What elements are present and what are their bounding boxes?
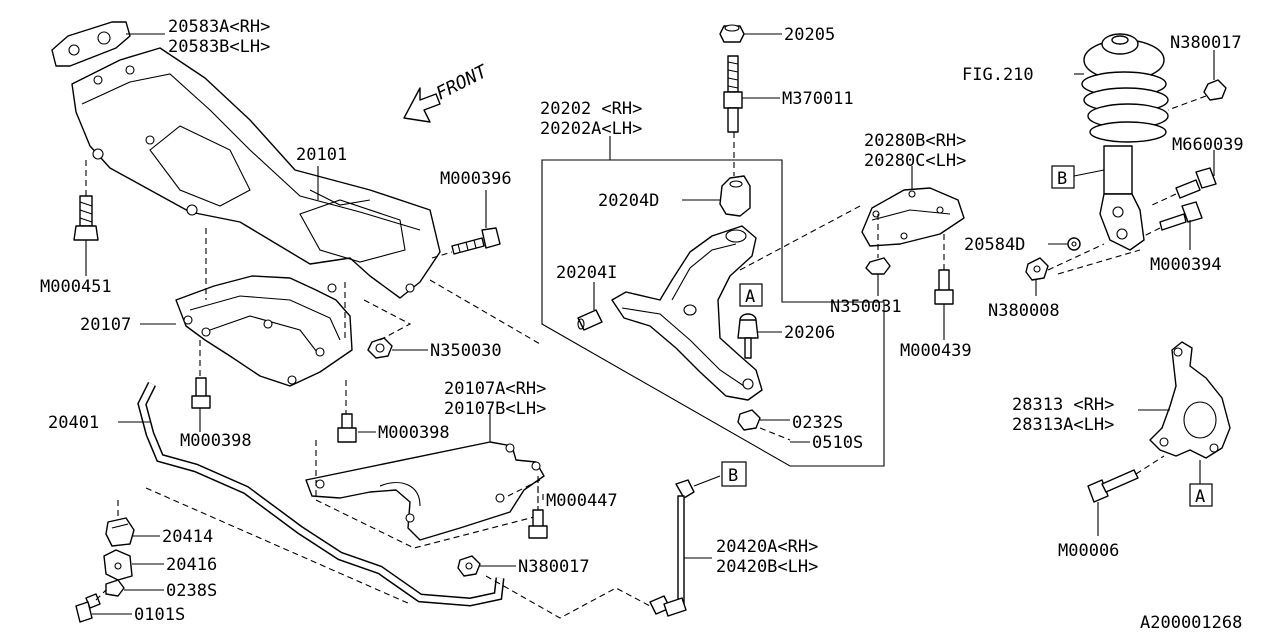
front-label: FRONT xyxy=(433,61,492,105)
label-m000447: M000447 xyxy=(546,491,618,511)
label-m000398-a: M000398 xyxy=(180,431,252,451)
label-n380008: N380008 xyxy=(988,301,1060,321)
label-n380017-top: N380017 xyxy=(1170,33,1242,53)
callout-b-link-text: B xyxy=(728,466,738,486)
bolt-m000451 xyxy=(73,160,99,241)
callout-b-link xyxy=(721,461,747,487)
label-m000394: M000394 xyxy=(1150,255,1222,275)
label-20420b-lh: 20420B<LH> xyxy=(716,557,818,577)
label-20204d: 20204D xyxy=(598,191,659,211)
callout-a-arm xyxy=(739,283,763,307)
callout-a-arm-text: A xyxy=(745,287,755,307)
diagram-id: A200001268 xyxy=(1140,613,1242,633)
label-20107a-rh: 20107A<RH> xyxy=(444,379,546,399)
label-20280b-rh: 20280B<RH> xyxy=(864,131,966,151)
stabilizer-bar-20401 xyxy=(137,381,505,607)
bolt-m000447 xyxy=(528,476,548,539)
strut-assembly xyxy=(1081,33,1169,251)
bolt-m000398-a xyxy=(191,340,211,409)
cap-20205 xyxy=(719,24,745,43)
stabilizer-link-20420 xyxy=(649,479,695,617)
label-20202-rh: 20202 <RH> xyxy=(540,99,642,119)
label-20205: 20205 xyxy=(784,25,835,45)
bolt-m370011 xyxy=(723,55,743,133)
label-20583-rh: 20583A<RH> xyxy=(168,17,270,37)
label-20107: 20107 xyxy=(80,315,131,335)
label-0510s: 0510S xyxy=(812,433,863,453)
nut-n380008 xyxy=(1025,243,1141,281)
label-n380017-link: N380017 xyxy=(518,557,590,577)
front-direction-arrow: FRONT xyxy=(403,61,492,123)
nut-n380017-top xyxy=(1167,79,1227,111)
label-n350030: N350030 xyxy=(430,341,502,361)
label-m000396: M000396 xyxy=(440,169,512,189)
bracket-20416 xyxy=(103,549,133,581)
bolt-m00006 xyxy=(1087,455,1165,503)
label-20280c-lh: 20280C<LH> xyxy=(864,151,966,171)
bracket-20280 xyxy=(861,187,965,247)
label-m370011: M370011 xyxy=(782,89,854,109)
label-20583-lh: 20583B<LH> xyxy=(168,37,270,57)
bolt-m000398-b xyxy=(337,380,357,443)
label-20206: 20206 xyxy=(784,323,835,343)
bushing-20204i xyxy=(577,309,603,331)
label-20101: 20101 xyxy=(296,145,347,165)
bolt-m660039 xyxy=(1149,167,1217,207)
callout-a-knuckle xyxy=(1189,483,1213,507)
nut-n350030 xyxy=(363,299,412,359)
nut-n380017-link xyxy=(457,555,481,577)
lower-arm xyxy=(611,225,763,401)
lower-arm-box xyxy=(541,159,885,467)
label-m000451: M000451 xyxy=(40,277,112,297)
support-plate-20107a xyxy=(305,441,545,541)
label-0232s: 0232S xyxy=(792,413,843,433)
callout-b-strut-text: B xyxy=(1057,169,1067,189)
label-28313a-lh: 28313A<LH> xyxy=(1012,415,1114,435)
label-20584d: 20584D xyxy=(964,235,1025,255)
bolt-m000439 xyxy=(934,234,954,305)
label-0101s: 0101S xyxy=(134,605,185,625)
nut-n350031 xyxy=(865,214,891,275)
label-28313-rh: 28313 <RH> xyxy=(1012,395,1114,415)
bracket-20583 xyxy=(51,21,131,67)
label-m00006: M00006 xyxy=(1058,541,1119,561)
label-fig210: FIG.210 xyxy=(962,65,1034,85)
callout-b-strut xyxy=(1051,165,1075,189)
label-20202a-lh: 20202A<LH> xyxy=(540,119,642,139)
label-20414: 20414 xyxy=(162,527,213,547)
label-20204i: 20204I xyxy=(556,263,617,283)
bushing-20414 xyxy=(105,517,135,547)
washer-20584d xyxy=(1067,237,1081,251)
bolt-m000396 xyxy=(431,227,501,259)
bolt-m000394 xyxy=(1143,201,1203,237)
label-20107b-lh: 20107B<LH> xyxy=(444,399,546,419)
label-m000398-b: M000398 xyxy=(378,423,450,443)
under-cover-20107 xyxy=(175,275,353,387)
label-0238s: 0238S xyxy=(166,581,217,601)
label-m660039: M660039 xyxy=(1172,135,1244,155)
label-n350031: N350031 xyxy=(830,297,902,317)
ball-joint-20206 xyxy=(737,313,759,359)
washer-0238s xyxy=(105,579,125,597)
bushing-20204d xyxy=(719,175,751,217)
label-20420a-rh: 20420A<RH> xyxy=(716,537,818,557)
label-20401: 20401 xyxy=(48,413,99,433)
label-m000439: M000439 xyxy=(900,341,972,361)
knuckle-28313 xyxy=(1149,341,1231,459)
label-20416: 20416 xyxy=(166,555,217,575)
crossmember-20101 xyxy=(71,47,441,299)
bolt-0101s xyxy=(75,589,107,623)
callout-a-knuckle-text: A xyxy=(1195,487,1205,507)
nut-0232s xyxy=(737,409,761,431)
